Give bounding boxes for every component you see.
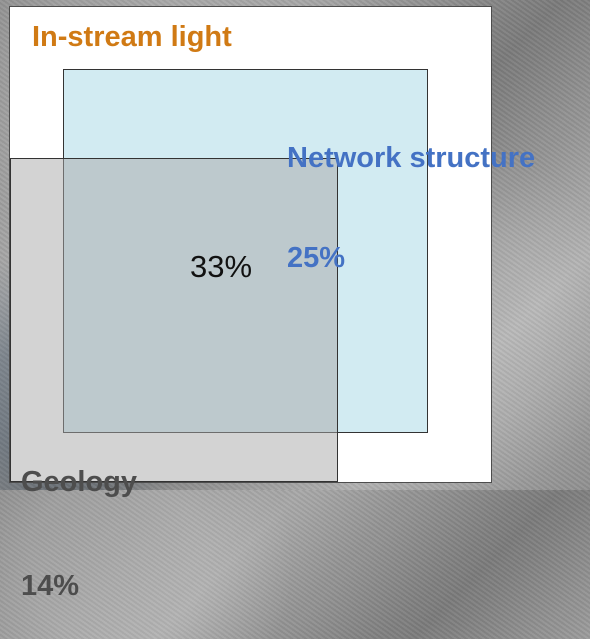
geology-percent: 14% [21, 569, 80, 602]
network-structure-label: Network structure [287, 141, 536, 174]
shared-percent-label: 33% [190, 249, 253, 284]
geology-text: Geology 14% [21, 395, 137, 639]
network-structure-percent: 25% [287, 241, 346, 274]
in-stream-light-label: In-stream light [32, 21, 232, 53]
geology-label: Geology [21, 465, 138, 498]
geology-region [10, 158, 338, 482]
network-structure-text: Network structure 25% [287, 75, 535, 308]
